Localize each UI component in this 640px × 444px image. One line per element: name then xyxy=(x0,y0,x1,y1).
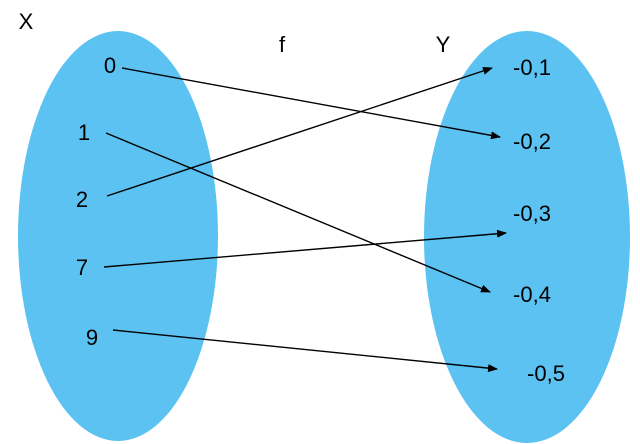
set-x-ellipse xyxy=(18,31,218,441)
mapping-arrow xyxy=(105,132,491,293)
codomain-value: -0,5 xyxy=(527,361,565,386)
mapping-arrow xyxy=(106,67,493,197)
set-x-label: X xyxy=(18,9,34,34)
function-label: f xyxy=(278,32,286,57)
domain-value: 0 xyxy=(103,53,117,78)
codomain-value: -0,4 xyxy=(513,282,551,307)
set-y-label: Y xyxy=(435,32,451,57)
domain-value: 2 xyxy=(75,187,89,212)
codomain-value: -0,3 xyxy=(513,201,551,226)
codomain-value: -0,1 xyxy=(513,55,551,80)
domain-value: 9 xyxy=(85,325,99,350)
codomain-value: -0,2 xyxy=(513,129,551,154)
domain-value: 7 xyxy=(75,255,89,280)
mapping-arrow xyxy=(103,229,507,268)
mapping-arrow xyxy=(112,329,498,373)
set-y-ellipse xyxy=(424,31,630,443)
domain-value: 1 xyxy=(77,120,91,145)
mapping-arrow xyxy=(121,67,501,140)
